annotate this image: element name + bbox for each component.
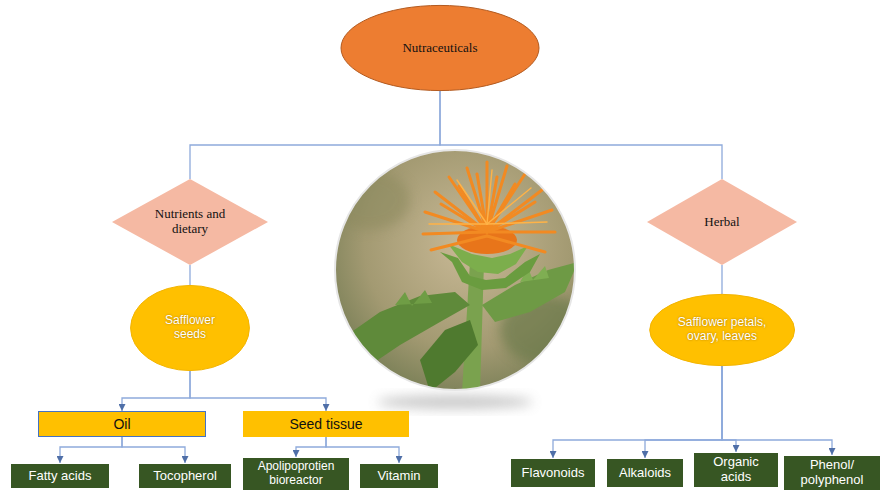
tree-connector <box>721 265 722 294</box>
node-text: Vitamin <box>377 469 420 484</box>
flower-petals <box>423 162 555 252</box>
diamond-fill <box>647 179 797 265</box>
node-label: Apolipoprotien bioreactor <box>247 460 345 488</box>
photo-shadow <box>377 395 533 409</box>
part-box: Oil <box>38 411 206 437</box>
node-label: Tocopherol <box>153 469 217 484</box>
compound-box: Apolipoprotien bioreactor <box>242 457 350 491</box>
ellipse-fill <box>650 294 795 365</box>
node-text: Nutraceuticals <box>402 41 477 56</box>
node-text: Alkaloids <box>619 466 671 481</box>
node-text: Phenol/ polyphenol <box>788 458 876 488</box>
tree-connector <box>440 91 722 179</box>
flower-bracts <box>440 252 540 290</box>
ellipse-fill <box>341 5 539 90</box>
part-box: Seed tissue <box>243 411 409 437</box>
petal <box>423 232 487 234</box>
tree-connector <box>645 366 722 458</box>
petal <box>487 236 545 252</box>
node-text: Apolipoprotien bioreactor <box>247 460 345 488</box>
petal <box>487 190 542 232</box>
compound-box: Tocopherol <box>138 463 232 489</box>
tree-connector <box>553 366 722 458</box>
node-label: Phenol/ polyphenol <box>788 458 876 488</box>
node-label: Seed tissue <box>289 416 362 432</box>
leaf-spine <box>395 290 432 306</box>
compound-box: Flavonoids <box>510 458 596 488</box>
node-label: Oil <box>113 416 130 432</box>
tree-connector <box>722 366 832 455</box>
node-text: Nutrients and dietary <box>154 207 226 237</box>
petal <box>487 231 555 234</box>
node-label: Herbal <box>704 215 739 230</box>
blurred-ground <box>330 170 410 230</box>
node-text: Oil <box>113 416 130 432</box>
node-text: Organic acids <box>698 455 774 485</box>
petal <box>431 236 487 250</box>
petal <box>429 223 487 224</box>
source-ellipse: Safflower petals, ovary, leaves <box>649 294 795 366</box>
node-text: Fatty acids <box>29 469 92 484</box>
tree-connector <box>189 265 190 285</box>
compound-box: Fatty acids <box>10 463 110 489</box>
node-text: Seed tissue <box>289 416 362 432</box>
node-text: Flavonoids <box>522 466 585 481</box>
flower-photo <box>330 145 590 395</box>
petal <box>487 170 492 224</box>
node-label: Fatty acids <box>29 469 92 484</box>
ellipse-fill <box>131 285 250 370</box>
node-label: Nutraceuticals <box>402 41 477 56</box>
compound-box: Vitamin <box>359 463 439 489</box>
node-label: Safflower seeds <box>155 314 225 342</box>
node-label: Safflower petals, ovary, leaves <box>674 316 769 344</box>
category-diamond: Herbal <box>647 179 797 265</box>
tree-connector <box>190 91 440 179</box>
node-label: Vitamin <box>377 469 420 484</box>
node-label: Flavonoids <box>522 466 585 481</box>
tree-connector <box>122 437 185 463</box>
tree-connector <box>296 437 326 457</box>
photo-ground <box>330 145 580 395</box>
root-ellipse: Nutraceuticals <box>340 5 540 91</box>
tree-connector <box>122 371 190 411</box>
node-text: Tocopherol <box>153 469 217 484</box>
petal <box>487 188 531 224</box>
compound-box: Phenol/ polyphenol <box>783 455 881 491</box>
petal <box>487 222 547 224</box>
tree-connector <box>60 437 122 463</box>
leaf <box>420 320 478 392</box>
node-label: Nutrients and dietary <box>154 207 226 237</box>
tree-connector <box>722 366 736 452</box>
petal <box>441 204 487 232</box>
petal <box>487 202 535 232</box>
petal-highlights <box>429 170 547 224</box>
compound-box: Alkaloids <box>606 458 684 488</box>
node-label: Alkaloids <box>619 466 671 481</box>
petal <box>457 180 487 224</box>
tree-connector <box>190 371 326 411</box>
node-text: Safflower seeds <box>155 314 225 342</box>
source-ellipse: Safflower seeds <box>130 285 250 371</box>
compound-box: Organic acids <box>693 452 779 488</box>
node-text: Herbal <box>704 215 739 230</box>
node-label: Organic acids <box>698 455 774 485</box>
diamond-fill <box>112 179 268 265</box>
node-text: Safflower petals, ovary, leaves <box>674 316 769 344</box>
category-diamond: Nutrients and dietary <box>112 179 268 265</box>
photo-frame <box>335 150 575 390</box>
